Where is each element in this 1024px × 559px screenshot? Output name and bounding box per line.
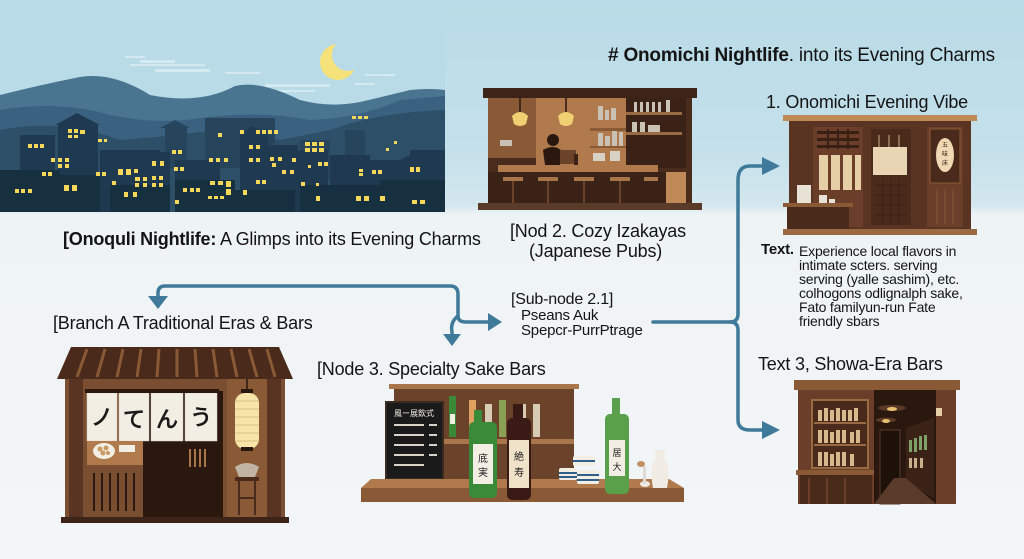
- izakaya-counter-illustration: [478, 88, 702, 210]
- subnode-2-1-title: [Sub-node 2.1]: [511, 291, 614, 308]
- node-2-subtitle: (Japanese Pubs): [529, 241, 663, 261]
- text-1-line: serving (yalle sashim), etc.: [799, 271, 960, 287]
- text-1-line: Fato familyun-run Fate: [799, 299, 936, 315]
- node-2-label: [Nod 2. Cozy Izakayas (Japanese Pubs): [510, 221, 686, 261]
- text-1-line: colhogons odlignalph sake,: [799, 285, 963, 301]
- svg-text:寿: 寿: [514, 466, 524, 479]
- subnode-2-1: [Sub-node 2.1] Pseans Auk Spepcr-PurrPtr…: [511, 291, 643, 339]
- menu-board: 風ー展飲式: [385, 401, 444, 497]
- window-lights: [15, 116, 425, 204]
- arrow-head-text-3: [762, 421, 780, 439]
- arrow-head-node-1: [762, 157, 780, 175]
- diagram-subtitle: [Onoquli Nightlife: A Glimps into its Ev…: [63, 229, 481, 250]
- svg-text:風ー展飲式: 風ー展飲式: [394, 408, 434, 418]
- subtitle-bold: [Onoquli Nightlife:: [63, 229, 217, 249]
- svg-text:五: 五: [942, 142, 948, 149]
- svg-text:味: 味: [942, 150, 948, 158]
- svg-text:て: て: [123, 408, 145, 433]
- svg-text:底: 底: [478, 452, 488, 465]
- sake-bar-illustration: 風ー展飲式 底 実 絶 寿 居 大: [361, 384, 684, 502]
- branch-a-label: [Branch A Traditional Eras & Bars: [53, 313, 313, 333]
- node-3-label: [Node 3. Specialty Sake Bars: [317, 359, 546, 379]
- night-town-illustration: [0, 0, 445, 212]
- svg-text:大: 大: [612, 461, 621, 473]
- noren-shopfront-illustration: ノてんう: [57, 347, 293, 523]
- svg-text:実: 実: [478, 466, 488, 479]
- node-2-title: [Nod 2. Cozy Izakayas: [510, 221, 686, 241]
- moon-icon: [320, 39, 364, 80]
- text-1-prefix: Text.: [761, 241, 794, 258]
- arrow-head-branch-a: [148, 296, 168, 309]
- showa-bar-illustration: [794, 380, 960, 505]
- subtitle-rest: A Glimps into its Evening Charms: [216, 229, 481, 249]
- page-title-rest: . into its Evening Charms: [788, 45, 995, 66]
- traditional-storefront-illustration: 五 味 床: [783, 115, 977, 235]
- arrow-head-subnode: [488, 313, 502, 331]
- node-1-label: 1. Onomichi Evening Vibe: [766, 92, 968, 112]
- svg-text:床: 床: [942, 159, 948, 167]
- text-3-label: Text 3, Showa-Era Bars: [758, 354, 943, 374]
- text-1-line: intimate scters. serving: [799, 257, 938, 273]
- text-1-line: friendly sbars: [799, 313, 880, 329]
- subnode-2-1-line: Spepcr-PurrPtrage: [521, 322, 643, 339]
- svg-text:ノ: ノ: [91, 406, 113, 431]
- svg-text:う: う: [190, 406, 212, 431]
- arrow-head-node-3: [443, 334, 461, 346]
- text-1-line: Experience local flavors in: [799, 243, 957, 259]
- subnode-2-1-line: Pseans Auk: [521, 307, 599, 324]
- svg-text:絶: 絶: [514, 450, 524, 463]
- page-title: # Onomichi Nightlife. into its Evening C…: [608, 45, 995, 67]
- svg-text:ん: ん: [156, 408, 178, 433]
- page-title-bold: # Onomichi Nightlife: [608, 45, 789, 66]
- svg-text:居: 居: [612, 448, 621, 459]
